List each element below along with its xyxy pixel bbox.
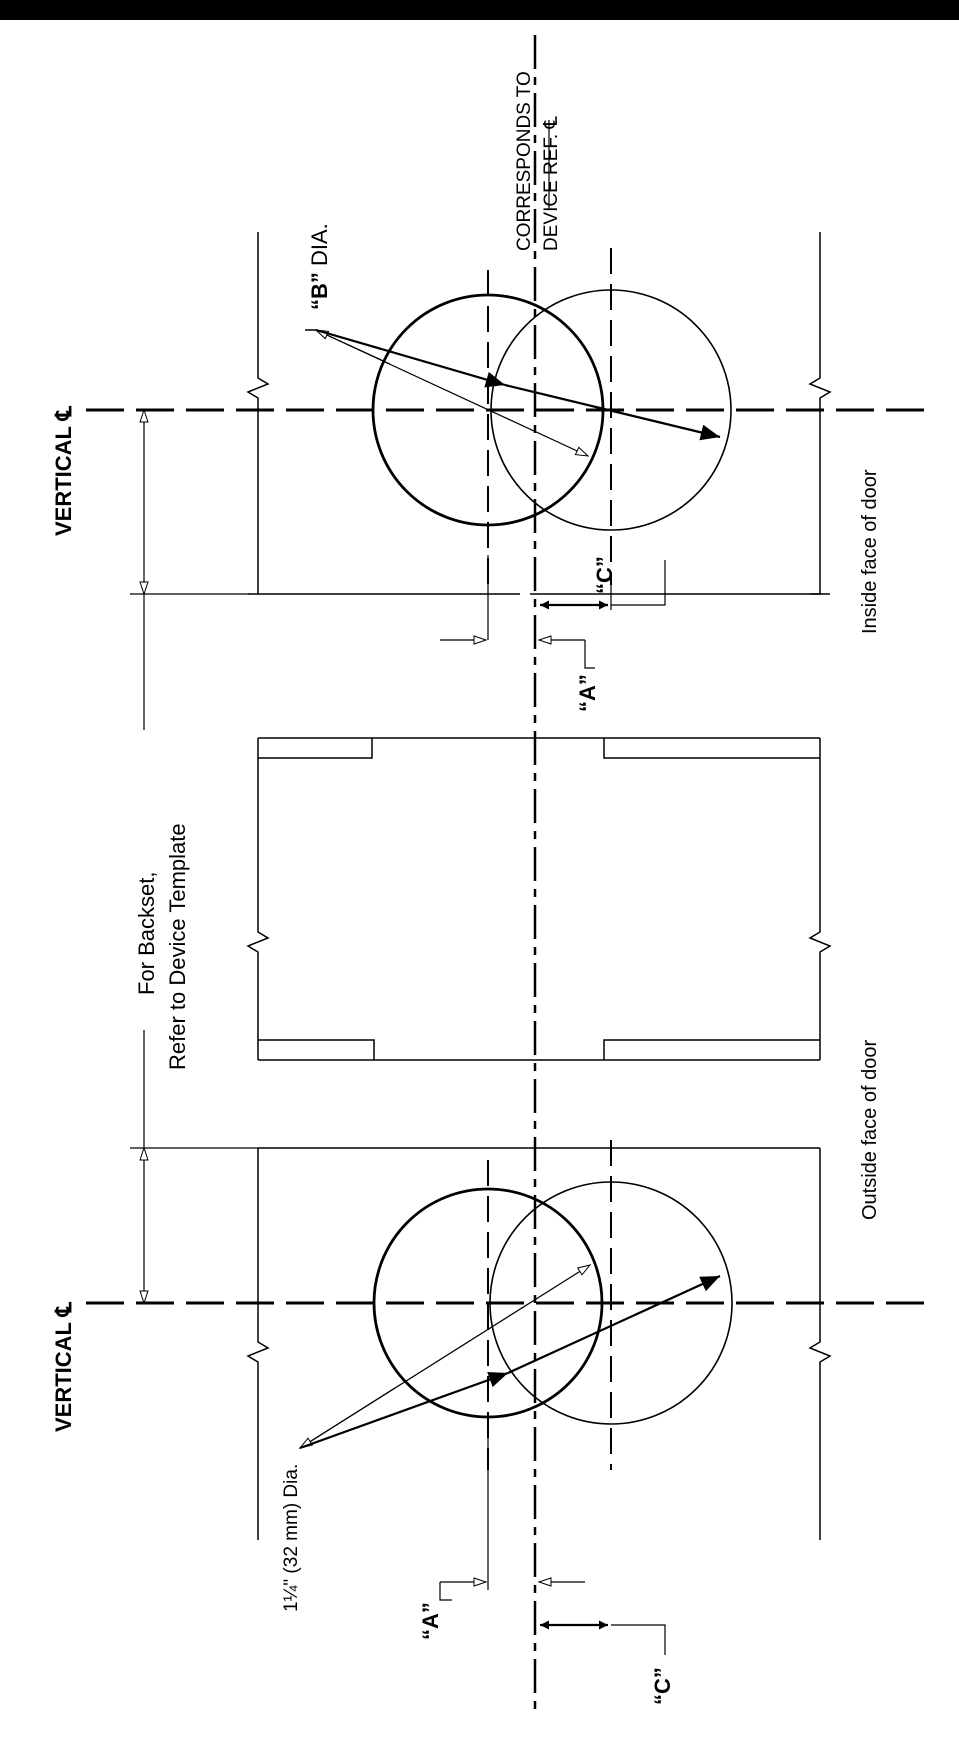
c-top-label: “C” [592,556,617,594]
door-edges [246,232,832,1540]
inside-face-label: Inside face of door [859,469,881,634]
top-diameter-leaders [305,328,721,457]
c-bottom-label: “C” [650,1667,675,1705]
vertical-cl-top-label: VERTICAL ℄ [51,405,76,536]
bottom-diameter-leaders [298,1264,721,1450]
b-dia-text: DIA. [307,223,332,272]
backset-dimensions [130,408,258,1305]
labels: VERTICAL ℄ VERTICAL ℄ CORRESPONDS TO DEV… [51,71,881,1705]
b-dia-label: “B” DIA. [307,223,332,310]
bottom-a-c-dimensions [439,1415,666,1655]
b-quote: “B” [307,272,332,310]
backset-line2: Refer to Device Template [165,823,190,1070]
corresponds-line1: CORRESPONDS TO [514,71,535,251]
top-rule [0,0,959,20]
backset-line1: For Backset, [134,872,159,995]
reference-lines [487,35,612,1715]
a-top-label: “A” [575,674,600,712]
top-a-c-dimensions [440,555,666,669]
hole-dia-label: 1¼" (32 mm) Dia. [281,1464,302,1612]
vertical-centerlines [86,408,925,1305]
outside-face-label: Outside face of door [859,1040,881,1220]
hole-circles [371,289,733,1425]
a-bottom-label: “A” [418,1602,443,1640]
vertical-cl-bottom-label: VERTICAL ℄ [51,1301,76,1432]
corresponds-line2: DEVICE REF. ℄ [541,116,562,251]
